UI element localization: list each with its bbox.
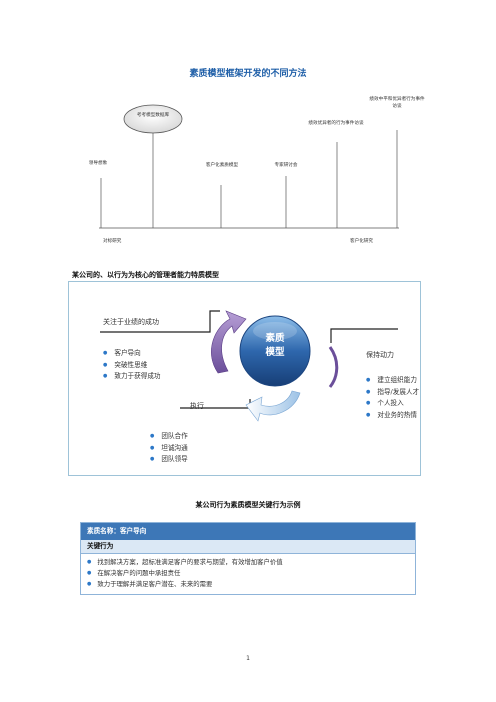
label-excellent: 绩效优异者的行为事件访谈: [308, 121, 364, 126]
list-item: 建立组织能力: [366, 375, 419, 387]
list-item: 指导/发展人才: [366, 387, 419, 399]
table-row: 在解决客户的问题中承担责任: [87, 568, 415, 579]
bubble-label: 考考模型数据库: [136, 113, 170, 118]
right-list: 建立组织能力 指导/发展人才 个人投入 对业务的热情: [366, 375, 419, 421]
behavior-table: 素质名称：客户导向 关键行为 找到解决方案，超标准满足客户的要求与期望，有效增加…: [80, 522, 416, 595]
blue-arrow: [245, 390, 301, 422]
center-label-line2: 模型: [265, 347, 285, 358]
bottom-list: 团队合作 坦诚沟通 团队领导: [150, 431, 187, 466]
axis-left-label: 对标研究: [103, 239, 122, 244]
label-leader: 领导想象: [88, 161, 108, 166]
list-item: 对业务的热情: [366, 410, 419, 422]
behavior-list: 找到解决方案，超标准满足客户的要求与期望，有效增加客户价值 在解决客户的问题中承…: [81, 554, 415, 594]
list-item: 突破性思维: [103, 360, 161, 372]
purple-arrow: [211, 310, 247, 374]
model-frame: [68, 281, 421, 476]
label-expert: 专家研讨会: [274, 163, 298, 168]
page-title: 素质模型框架开发的不同方法: [189, 69, 307, 79]
list-item: 坦诚沟通: [150, 443, 187, 455]
center-sphere: [239, 315, 311, 387]
right-label: 保持动力: [366, 351, 394, 359]
center-label: 素质 模型: [255, 332, 295, 360]
left-list: 客户导向 突破性思维 致力于获得成功: [103, 348, 161, 383]
label-midhigh: 绩效中平和优异者行为事件访谈: [369, 97, 425, 109]
list-item: 客户导向: [103, 348, 161, 360]
page-number: 1: [246, 655, 250, 662]
bottom-label: 执行: [190, 402, 204, 410]
database-bubble: [123, 104, 183, 134]
table-header: 素质名称：客户导向: [81, 523, 415, 540]
label-customer-model: 客户化素质模型: [205, 163, 239, 168]
model-diagram: [100, 310, 398, 422]
list-item: 个人投入: [366, 398, 419, 410]
table-title: 某公司行为素质模型关键行为示例: [195, 501, 301, 509]
top-connector: [100, 310, 220, 333]
list-item: 致力于获得成功: [103, 371, 160, 383]
section-heading: 某公司的、以行为为核心的管理者能力特质模型: [72, 271, 219, 279]
table-row: 致力于理解并满足客户潜在、未来的需要: [87, 579, 415, 590]
right-arc: [328, 346, 339, 388]
list-item: 团队合作: [150, 431, 187, 443]
axis-right-label: 客户化研究: [350, 239, 373, 244]
right-connector: [330, 328, 398, 343]
table-row: 找到解决方案，超标准满足客户的要求与期望，有效增加客户价值: [87, 557, 415, 568]
table-subheader: 关键行为: [81, 540, 415, 554]
center-label-line1: 素质: [265, 333, 285, 344]
methods-diagram: [99, 104, 399, 229]
top-label: 关注于业绩的成功: [103, 318, 159, 326]
list-item: 团队领导: [150, 454, 187, 466]
